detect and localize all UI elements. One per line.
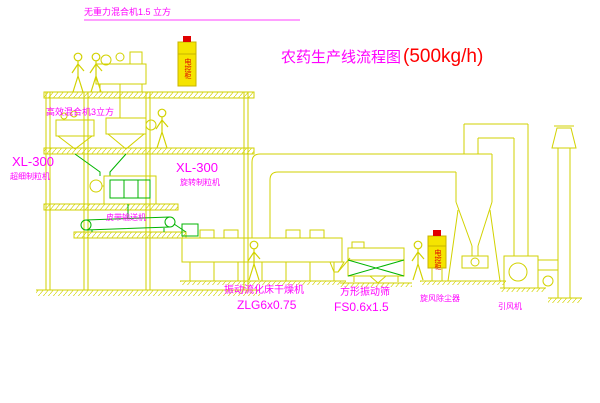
- center-mixer: [105, 117, 157, 150]
- control-cabinet-lower: [427, 230, 447, 281]
- fluid-bed-dryer: [180, 223, 351, 285]
- worker-icon: [247, 240, 261, 281]
- belt-conveyor: [80, 216, 187, 233]
- worker-icon: [411, 240, 425, 281]
- diagram-title: 农药生产线流程图 (500kg/h): [281, 46, 483, 68]
- control-cabinet-lower-label: 电控柜: [434, 249, 442, 270]
- title-text: 农药生产线流程图: [281, 49, 402, 66]
- worker-icon: [71, 52, 85, 93]
- label-cyclone: 旋风除尘器: [420, 294, 460, 303]
- label-granulator-center-name: 旋转制粒机: [180, 178, 220, 187]
- exhaust-stack: [548, 125, 582, 303]
- induced-draft-fan: [500, 255, 558, 292]
- label-granulator-left-model: XL-300: [12, 154, 54, 169]
- control-cabinet-upper-label: 电控柜: [184, 58, 192, 79]
- label-belt-conveyor: 皮带输送机: [106, 213, 146, 222]
- worker-icon: [155, 108, 169, 149]
- square-vibrating-screen: [340, 241, 412, 287]
- label-high-efficiency-mixer: 高效混合机3立方: [46, 107, 115, 117]
- label-granulator-left-name: 超细制粒机: [10, 172, 50, 181]
- label-square-screen-model: FS0.6x1.5: [334, 300, 389, 314]
- high-efficiency-mixer: [55, 110, 95, 150]
- y-chute: [74, 153, 127, 176]
- steel-structure: [36, 91, 260, 296]
- label-square-screen: 方形振动筛: [340, 287, 390, 298]
- title-capacity: (500kg/h): [403, 46, 484, 67]
- rotary-granulator: [89, 175, 157, 218]
- control-cabinet-upper: [177, 36, 197, 87]
- label-granulator-center-model: XL-300: [176, 160, 218, 175]
- exhaust-duct: [251, 153, 492, 238]
- label-fluid-bed-dryer-model: ZLG6x0.75: [237, 298, 297, 312]
- label-fluid-bed-dryer: 振动流化床干燥机: [224, 285, 304, 296]
- label-fan: 引风机: [498, 302, 522, 311]
- cyclone-dust-collector: [420, 123, 529, 285]
- label-gravity-mixer: 无重力混合机1.5 立方: [84, 7, 172, 17]
